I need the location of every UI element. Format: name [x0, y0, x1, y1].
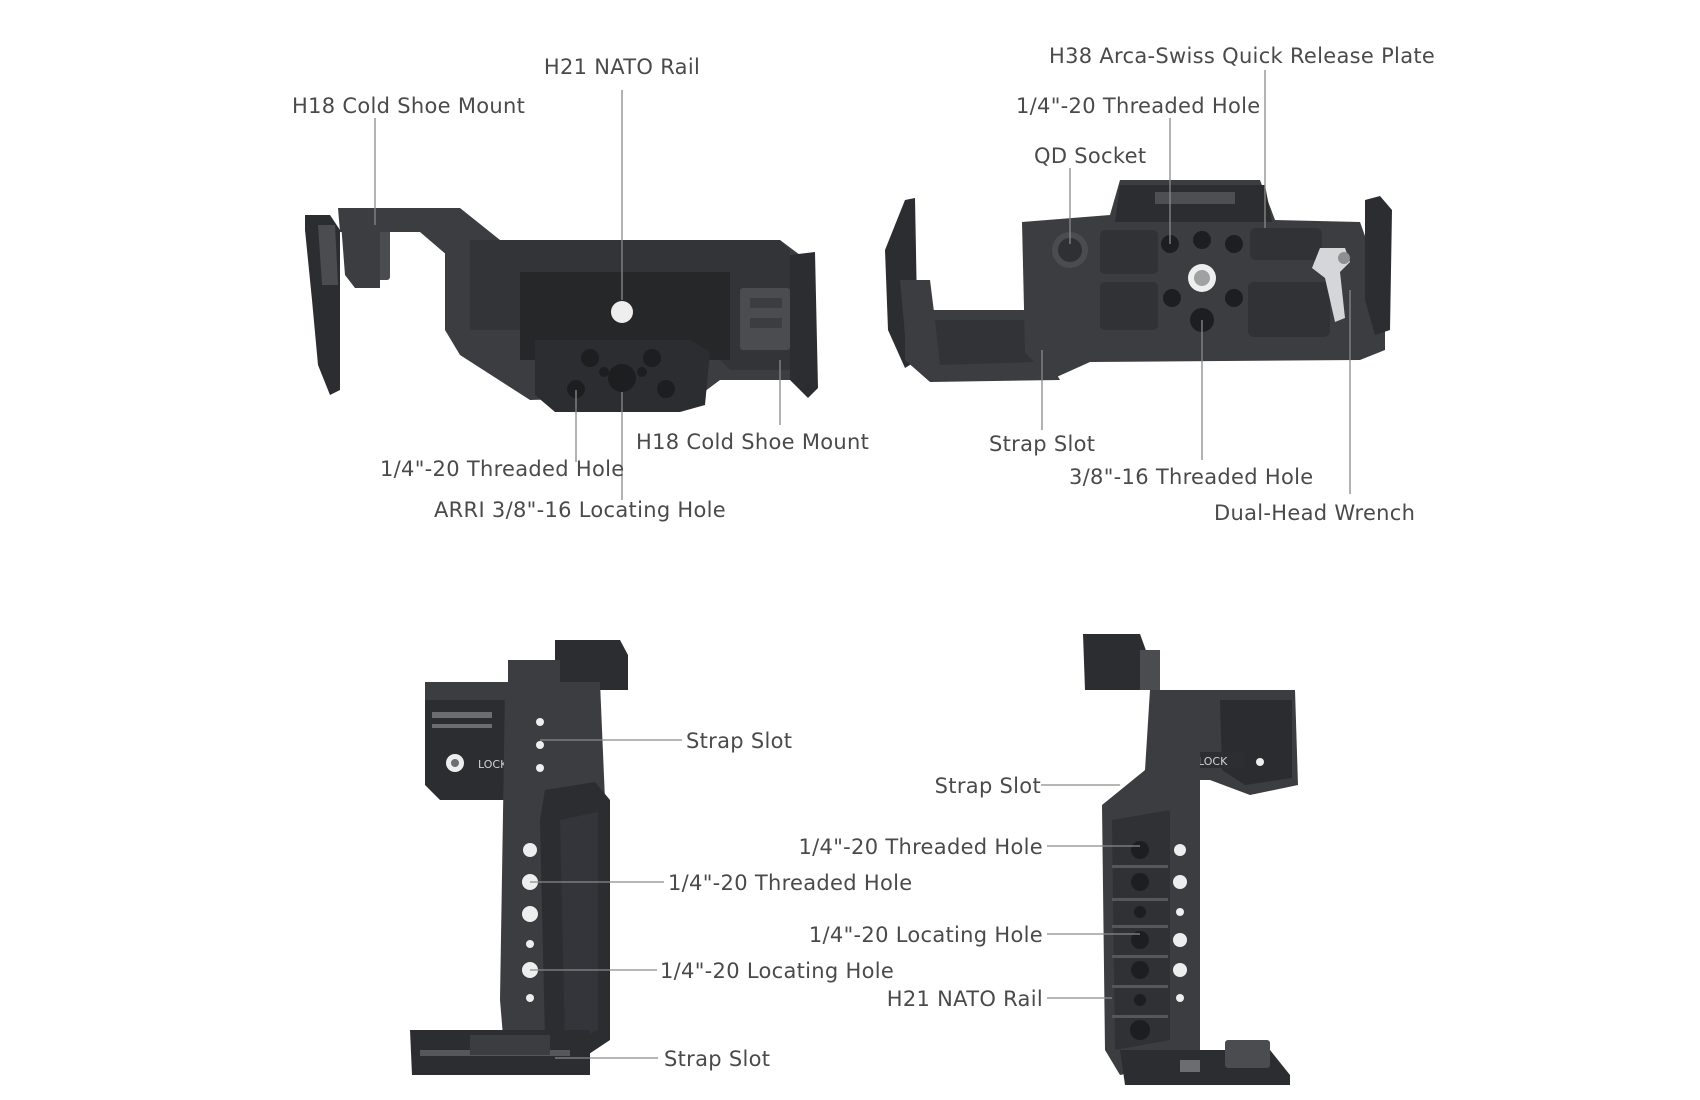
label-qd-socket: QD Socket — [1034, 144, 1146, 168]
label-threaded-hole-top-left: 1/4"-20 Threaded Hole — [380, 457, 624, 481]
label-strap-slot-bl-bottom: Strap Slot — [664, 1047, 770, 1071]
view-bottom-right: LOCK — [799, 634, 1298, 1085]
label-threaded-hole-38: 3/8"-16 Threaded Hole — [1069, 465, 1313, 489]
label-strap-slot-br: Strap Slot — [935, 774, 1041, 798]
label-locating-hole-bl: 1/4"-20 Locating Hole — [660, 959, 894, 983]
cage-left-side-drawing: LOCK — [410, 640, 628, 1075]
label-h18-cold-shoe-right: H18 Cold Shoe Mount — [636, 430, 869, 454]
view-top-right: H38 Arca-Swiss Quick Release Plate 1/4"-… — [885, 44, 1435, 525]
lock-engraving-right: LOCK — [1198, 755, 1228, 768]
label-strap-slot-top-right: Strap Slot — [989, 432, 1095, 456]
label-locating-hole-br: 1/4"-20 Locating Hole — [809, 923, 1043, 947]
label-threaded-hole-br: 1/4"-20 Threaded Hole — [799, 835, 1043, 859]
label-h38-plate: H38 Arca-Swiss Quick Release Plate — [1049, 44, 1435, 68]
label-threaded-hole-bl: 1/4"-20 Threaded Hole — [668, 871, 912, 895]
label-h18-cold-shoe-left: H18 Cold Shoe Mount — [292, 94, 525, 118]
label-threaded-hole-top-right: 1/4"-20 Threaded Hole — [1016, 94, 1260, 118]
lock-engraving-left: LOCK — [478, 758, 508, 771]
view-top-left: H21 NATO Rail H18 Cold Shoe Mount 1/4"-2… — [292, 55, 869, 522]
cage-top-view-drawing — [305, 208, 818, 412]
label-h21-nato-rail-top-left: H21 NATO Rail — [544, 55, 700, 79]
label-h21-nato-rail-br: H21 NATO Rail — [887, 987, 1043, 1011]
label-dual-head-wrench: Dual-Head Wrench — [1214, 501, 1415, 525]
label-arri-locating-hole: ARRI 3/8"-16 Locating Hole — [434, 498, 726, 522]
view-bottom-left: LOCK Strap Slot 1/4"-2 — [410, 640, 912, 1075]
label-strap-slot-bl-top: Strap Slot — [686, 729, 792, 753]
cage-right-side-drawing: LOCK — [1083, 634, 1298, 1085]
cage-bottom-view-drawing — [885, 180, 1392, 382]
